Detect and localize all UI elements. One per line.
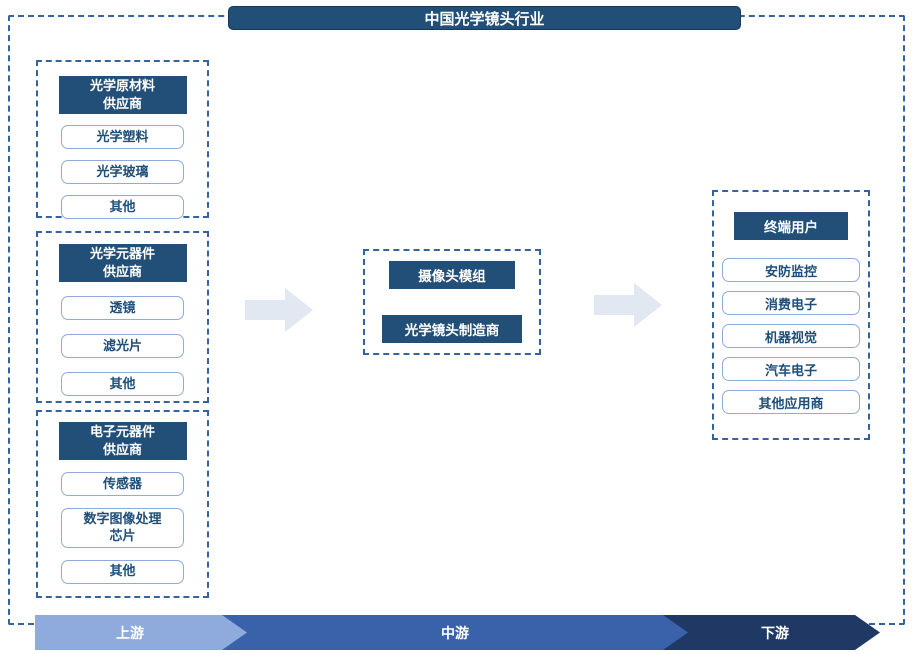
group-item: 光学玻璃 <box>61 160 184 184</box>
stage-label-midstream: 中游 <box>441 624 469 641</box>
midstream-box-camera-module: 摄像头模组 <box>389 261 515 289</box>
stage-label-downstream: 下游 <box>761 624 789 641</box>
stage-chevron-midstream <box>218 615 688 650</box>
stage-chevron-upstream <box>35 615 247 650</box>
group-item: 消费电子 <box>722 291 860 315</box>
group-item: 安防监控 <box>722 258 860 282</box>
midstream-frame: 摄像头模组 光学镜头制造商 <box>363 249 541 355</box>
group-item: 数字图像处理 芯片 <box>61 508 184 548</box>
stage-label-upstream: 上游 <box>116 624 144 641</box>
group-item: 光学塑料 <box>61 125 184 149</box>
group-item: 透镜 <box>61 296 184 320</box>
downstream-frame: 终端用户 安防监控 消费电子 机器视觉 汽车电子 其他应用商 <box>712 190 870 440</box>
right-arrow-icon <box>594 283 662 332</box>
group-item: 其他 <box>61 372 184 396</box>
group-header: 电子元器件 供应商 <box>58 422 187 460</box>
group-item: 其他 <box>61 559 184 584</box>
upstream-group-raw-materials: 光学原材料 供应商 光学塑料 光学玻璃 其他 <box>36 60 209 219</box>
group-header: 终端用户 <box>734 212 848 240</box>
stage-chevron-bar <box>35 615 880 650</box>
group-header: 光学元器件 供应商 <box>58 244 187 282</box>
right-arrow-shape <box>594 283 662 327</box>
group-item: 机器视觉 <box>722 324 860 348</box>
group-item: 传感器 <box>61 472 184 496</box>
right-arrow-shape <box>245 288 313 332</box>
group-item: 其他 <box>61 195 184 219</box>
right-arrow-icon <box>245 288 313 337</box>
group-header: 光学原材料 供应商 <box>58 76 187 114</box>
diagram-title: 中国光学镜头行业 <box>228 6 741 30</box>
midstream-box-lens-manufacturer: 光学镜头制造商 <box>382 315 522 343</box>
upstream-group-electronic-components: 电子元器件 供应商 传感器 数字图像处理 芯片 其他 <box>36 410 209 598</box>
group-item: 汽车电子 <box>722 357 860 381</box>
stage-chevron-downstream <box>660 615 880 650</box>
upstream-group-optical-components: 光学元器件 供应商 透镜 滤光片 其他 <box>36 231 209 403</box>
group-item: 滤光片 <box>61 334 184 358</box>
group-item: 其他应用商 <box>722 390 860 414</box>
